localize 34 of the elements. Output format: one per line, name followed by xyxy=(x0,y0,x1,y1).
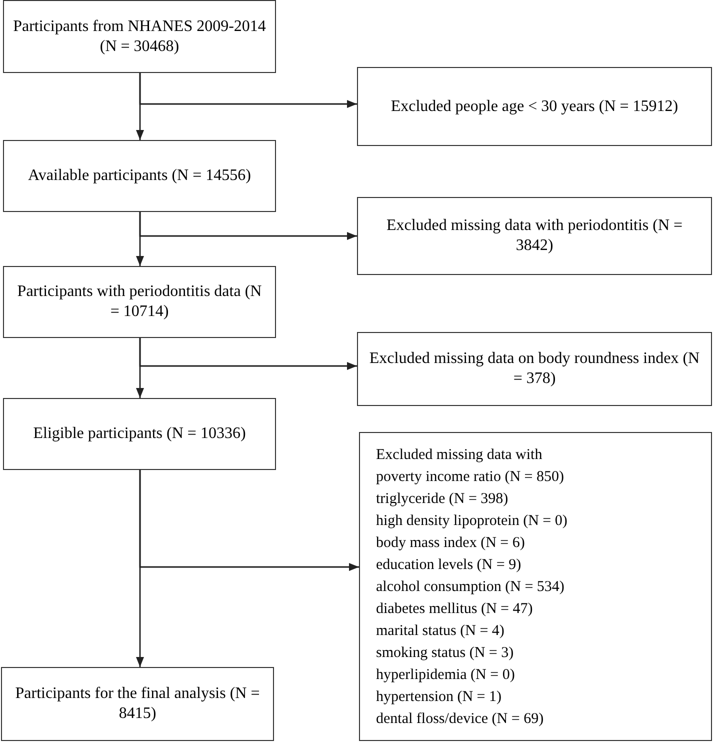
box-label: Excluded missing data on body roundness index (N = 378) xyxy=(368,349,701,389)
exclusion-box xyxy=(357,67,712,146)
process-box xyxy=(3,398,276,470)
process-box xyxy=(1,667,274,741)
list-item: alcohol consumption (N = 534) xyxy=(376,578,564,596)
list-item: smoking status (N = 3) xyxy=(376,644,514,662)
list-item: education levels (N = 9) xyxy=(376,556,522,574)
exclusion-box xyxy=(357,197,712,275)
list-item: hyperlipidemia (N = 0) xyxy=(376,666,515,684)
box-label: Excluded missing data with periodontitis (N = 3842) xyxy=(385,216,684,256)
list-item: dental floss/device (N = 69) xyxy=(376,710,544,728)
list-item: body mass index (N = 6) xyxy=(376,534,525,552)
process-box xyxy=(3,140,276,212)
box-label: Available participants (N = 14556) xyxy=(28,166,251,186)
arrow xyxy=(139,73,357,108)
list-item: hypertension (N = 1) xyxy=(376,688,502,706)
exclusion-box xyxy=(359,432,712,741)
arrow xyxy=(139,212,357,240)
process-box xyxy=(3,266,276,338)
exclusion-box xyxy=(357,332,712,406)
list-item: marital status (N = 4) xyxy=(376,622,504,640)
process-box xyxy=(3,0,276,73)
list-item: high density lipoprotein (N = 0) xyxy=(376,512,568,530)
box-label: Excluded people age < 30 years (N = 15912) xyxy=(390,96,678,116)
box-label: Participants for the final analysis (N = 8415) xyxy=(14,684,261,724)
list-item: triglyceride (N = 398) xyxy=(376,490,508,508)
list-item: poverty income ratio (N = 850) xyxy=(376,468,564,486)
box-label: Participants from NHANES 2009-2014 (N = 30468) xyxy=(12,16,267,56)
list-heading: Excluded missing data with xyxy=(376,446,542,464)
arrow xyxy=(139,470,359,571)
box-label: Participants with periodontitis data (N = 10714) xyxy=(16,282,263,322)
arrow xyxy=(139,338,357,370)
box-label: Eligible participants (N = 10336) xyxy=(33,424,246,444)
list-item: diabetes mellitus (N = 47) xyxy=(376,600,533,618)
